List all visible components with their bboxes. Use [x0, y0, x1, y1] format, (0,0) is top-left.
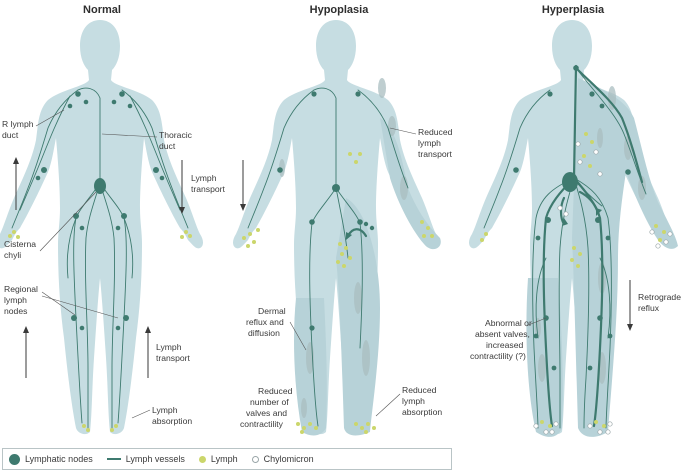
label-lymph-transport-upper: Lymph transport	[191, 173, 226, 194]
chylomicron-swatch-icon	[252, 456, 259, 463]
legend-item-chylomicron: Chylomicron	[252, 454, 314, 464]
panel-title-hypoplasia: Hypoplasia	[310, 4, 370, 16]
label-lymph-absorption: Lymph absorption	[152, 405, 192, 426]
legend-label-chylomicron: Chylomicron	[264, 454, 314, 464]
panel-title-hyperplasia: Hyperplasia	[542, 4, 605, 16]
lymph-swatch-icon	[199, 456, 206, 463]
label-reduced-absorption: Reduced lymph absorption	[402, 385, 442, 417]
legend-item-vessels: Lymph vessels	[107, 454, 185, 464]
figure-hypoplasia	[233, 20, 441, 435]
cisterna-chyli-node	[94, 178, 106, 194]
vessel-swatch-icon	[107, 458, 121, 460]
label-reduced-valves: Reduced number of valves and contractili…	[240, 386, 295, 429]
label-regional-nodes: Regional lymph nodes	[4, 284, 40, 316]
legend-item-lymph: Lymph	[199, 454, 238, 464]
legend-label-vessels: Lymph vessels	[126, 454, 185, 464]
label-cisterna-chyli: Cisterna chyli	[4, 239, 38, 260]
label-r-lymph-duct: R lymph duct	[2, 119, 36, 140]
label-thoracic-duct: Thoracic duct	[159, 130, 194, 151]
label-abnormal-valves: Abnormal or absent valves, increased con…	[470, 318, 534, 361]
node-swatch-icon	[9, 454, 20, 465]
label-reduced-transport: Reduced lymph transport	[418, 127, 455, 159]
body-silhouette	[0, 20, 203, 434]
figure-normal	[0, 20, 203, 434]
body-silhouette	[469, 20, 675, 434]
legend: Lymphatic nodes Lymph vessels Lymph Chyl…	[2, 448, 452, 470]
body-silhouette	[233, 20, 439, 434]
label-lymph-transport-lower: Lymph transport	[156, 342, 191, 363]
legend-label-lymph: Lymph	[211, 454, 238, 464]
panel-title-normal: Normal	[83, 4, 121, 16]
label-dermal-reflux: Dermal reflux and diffusion	[246, 306, 288, 338]
label-retrograde-reflux: Retrograde reflux	[638, 292, 683, 313]
legend-label-nodes: Lymphatic nodes	[25, 454, 93, 464]
legend-item-nodes: Lymphatic nodes	[9, 454, 93, 465]
figure-hyperplasia	[469, 20, 678, 437]
